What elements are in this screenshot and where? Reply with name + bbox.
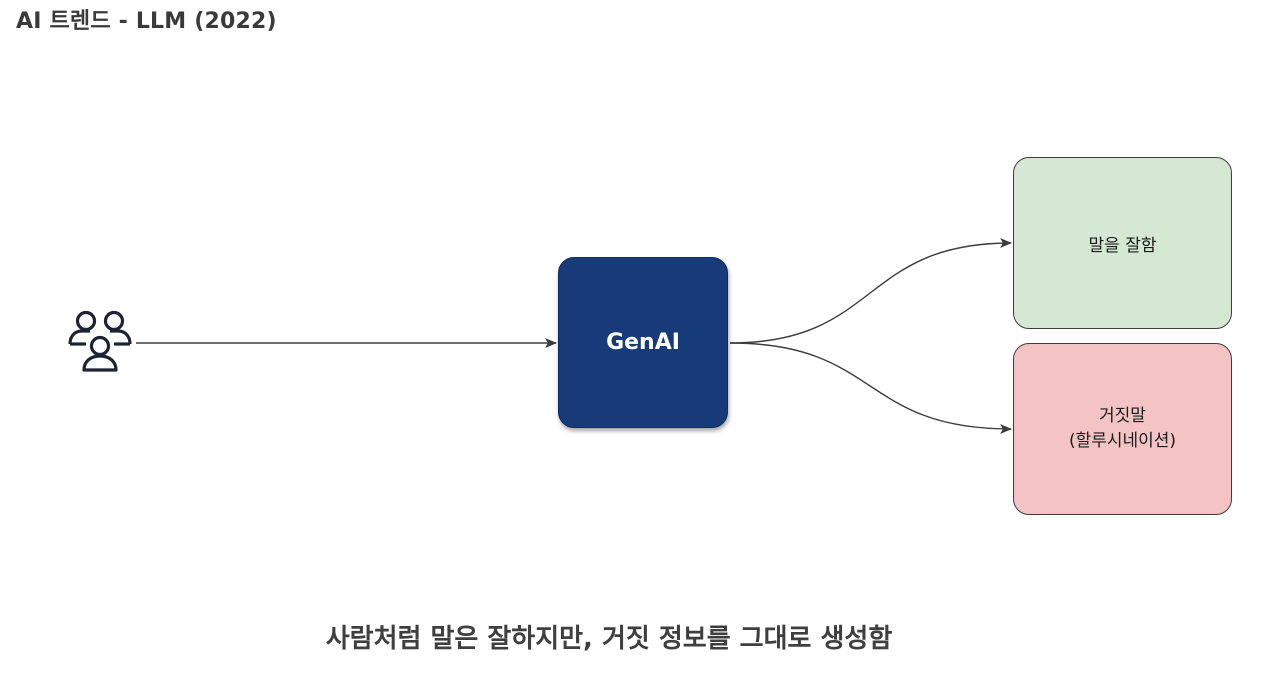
output-node-talks-well: 말을 잘함 [1013,157,1232,329]
output-node-hallucination: 거짓말 (할루시네이션) [1013,343,1232,515]
hallucination-label-line1: 거짓말 [1099,406,1146,427]
users-group-icon [68,310,132,372]
page-title: AI 트렌드 - LLM (2022) [16,9,277,34]
talks-well-label: 말을 잘함 [1088,235,1157,256]
caption: 사람처럼 말은 잘하지만, 거짓 정보를 그대로 생성함 [325,624,893,654]
edge-genai-to-bad [729,342,1012,434]
edge-genai-to-good [729,238,1012,344]
genai-node: GenAI [558,257,728,428]
hallucination-label-line2: (할루시네이션) [1068,431,1177,451]
genai-label: GenAI [606,330,680,355]
